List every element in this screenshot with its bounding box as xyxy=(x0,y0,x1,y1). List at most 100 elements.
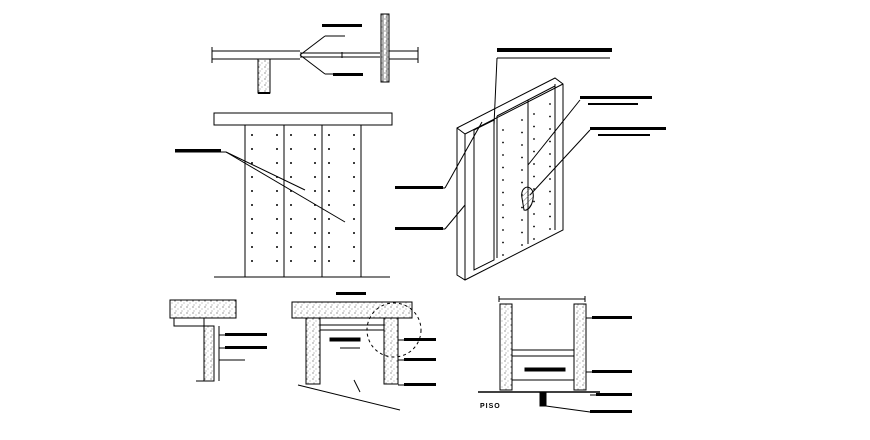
fastener-dot xyxy=(290,246,292,248)
fastener-dot xyxy=(502,216,504,219)
fastener-dot xyxy=(290,218,292,220)
iso-fastener-dots xyxy=(502,103,551,256)
fastener-dot xyxy=(502,204,504,206)
fastener-dot xyxy=(521,144,523,146)
fastener-dot xyxy=(290,260,292,262)
fastener-dot xyxy=(290,162,292,164)
fastener-dot xyxy=(549,103,551,105)
fastener-dot xyxy=(328,204,330,206)
fastener-dot xyxy=(276,204,278,206)
fastener-dot xyxy=(353,190,355,192)
fastener-dot xyxy=(353,260,355,262)
fastener-dot xyxy=(502,154,504,156)
front-elevation-view xyxy=(175,112,393,278)
fastener-dot xyxy=(353,162,355,164)
fastener-dot xyxy=(290,232,292,234)
fastener-dot xyxy=(533,125,535,128)
fastener-dot xyxy=(353,204,355,206)
fastener-dot xyxy=(549,190,551,193)
fastener-dot xyxy=(549,165,551,168)
fastener-dot xyxy=(353,246,355,248)
fastener-dot xyxy=(328,260,330,262)
fastener-dot xyxy=(533,113,535,115)
fastener-dot xyxy=(328,190,330,192)
detail-jamb-section xyxy=(169,299,265,382)
panel-fastener-dots xyxy=(251,134,355,262)
fastener-dot xyxy=(521,206,523,209)
fastener-dot xyxy=(314,260,316,262)
fastener-dot xyxy=(251,218,253,220)
fastener-dot xyxy=(521,131,523,134)
fastener-dot xyxy=(276,162,278,164)
fastener-dot xyxy=(549,128,551,130)
isometric-door-view xyxy=(395,57,610,281)
fastener-dot xyxy=(276,134,278,136)
fastener-dot xyxy=(251,246,253,248)
fastener-dot xyxy=(549,140,551,143)
fastener-dot xyxy=(533,213,535,215)
fastener-dot xyxy=(533,238,535,240)
detail-jamb-label-bars xyxy=(225,333,267,349)
fastener-dot xyxy=(251,232,253,234)
fastener-dot xyxy=(502,166,504,169)
fastener-dot xyxy=(353,134,355,136)
fastener-dot xyxy=(328,246,330,248)
fastener-dot xyxy=(533,175,535,178)
fastener-dot xyxy=(276,232,278,234)
fastener-dot xyxy=(502,191,504,194)
fastener-dot xyxy=(251,134,253,136)
fastener-dot xyxy=(533,138,535,140)
fastener-dot xyxy=(290,176,292,178)
fastener-dot xyxy=(290,148,292,150)
fastener-dot xyxy=(251,204,253,206)
detail-track-label-bars xyxy=(336,292,436,386)
floor-label: PISO xyxy=(480,403,501,410)
fastener-dot xyxy=(328,134,330,136)
fastener-dot xyxy=(314,190,316,192)
fastener-dot xyxy=(521,169,523,171)
fastener-dot xyxy=(328,232,330,234)
fastener-dot xyxy=(353,218,355,220)
fastener-dot xyxy=(314,148,316,150)
plan-label-bars xyxy=(322,24,363,76)
elevation-label-bars xyxy=(175,149,221,152)
fastener-dot xyxy=(314,162,316,164)
fastener-dot xyxy=(549,178,551,180)
fastener-dot xyxy=(290,190,292,192)
fastener-dot xyxy=(502,254,504,256)
fastener-dot xyxy=(314,232,316,234)
fastener-dot xyxy=(521,119,523,121)
fastener-dot xyxy=(521,231,523,234)
fastener-dot xyxy=(502,129,504,131)
fastener-dot xyxy=(251,260,253,262)
fastener-dot xyxy=(328,162,330,164)
detail-floor-label-bars xyxy=(590,316,632,413)
isometric-label-bars xyxy=(395,48,666,230)
fastener-dot xyxy=(251,162,253,164)
fastener-dot xyxy=(533,150,535,153)
fastener-dot xyxy=(290,134,292,136)
fastener-dot xyxy=(276,148,278,150)
fastener-dot xyxy=(314,218,316,220)
fastener-dot xyxy=(502,229,504,231)
fastener-dot xyxy=(549,153,551,155)
fastener-dot xyxy=(290,204,292,206)
fastener-dot xyxy=(549,115,551,118)
fastener-dot xyxy=(533,200,535,203)
fastener-dot xyxy=(502,141,504,144)
fastener-dot xyxy=(251,148,253,150)
fastener-dot xyxy=(549,215,551,218)
fastener-dot xyxy=(276,190,278,192)
fastener-dot xyxy=(251,190,253,192)
fastener-dot xyxy=(502,179,504,181)
fastener-dot xyxy=(314,134,316,136)
door-handle-detail xyxy=(521,186,534,211)
fastener-dot xyxy=(549,203,551,205)
fastener-dot xyxy=(314,204,316,206)
fastener-dot xyxy=(521,181,523,184)
fastener-dot xyxy=(521,219,523,221)
fastener-dot xyxy=(276,218,278,220)
fastener-dot xyxy=(533,188,535,190)
fastener-dot xyxy=(328,176,330,178)
